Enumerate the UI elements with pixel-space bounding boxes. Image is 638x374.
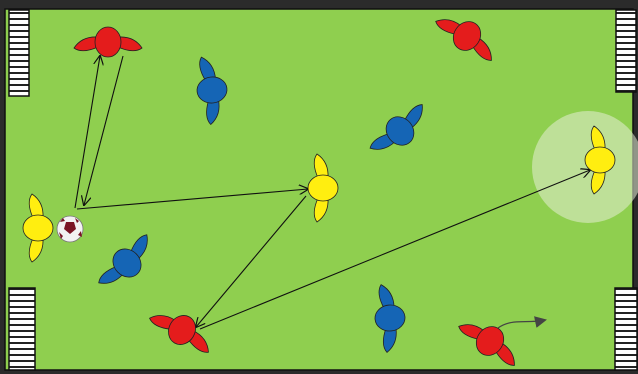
goal-bottom-left: [9, 288, 35, 370]
goal-top-right: [616, 10, 636, 92]
soccer-ball-icon[interactable]: [57, 216, 83, 242]
goal-bottom-right: [615, 288, 637, 370]
goal-top-left: [9, 10, 29, 96]
